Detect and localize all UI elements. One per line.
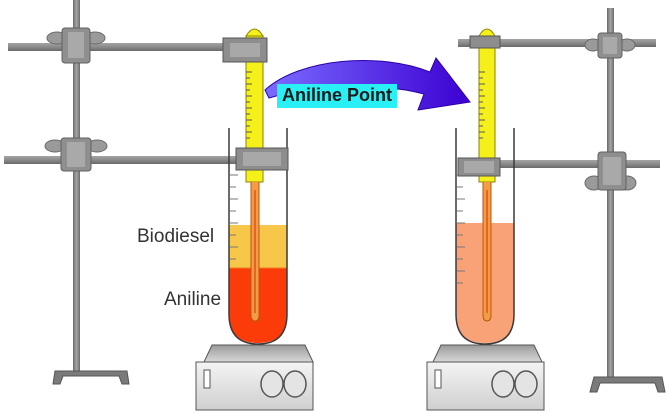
left-ring-stand-icon <box>4 0 248 385</box>
right-hot-plate-icon <box>426 344 545 411</box>
left-stand-upper-arm <box>8 43 248 51</box>
left-stand-base <box>52 370 130 385</box>
aniline-point-label: Aniline Point <box>277 84 397 108</box>
left-tube-glass <box>228 128 288 345</box>
left-stand-rod <box>73 0 80 372</box>
right-stand-lower-clamp <box>584 151 637 191</box>
right-stand-base <box>589 376 666 393</box>
right-ring-stand-icon <box>458 8 666 393</box>
left-thermometer-clamps <box>222 37 289 171</box>
left-stand-lower-arm <box>4 156 248 164</box>
left-stand-lower-clamp <box>44 137 108 172</box>
left-hot-plate-icon <box>195 344 314 411</box>
right-stand-upper-arm <box>458 39 656 47</box>
right-stand-rod <box>607 8 614 378</box>
right-thermometer-clamps <box>457 35 501 177</box>
right-thermometer-icon <box>478 28 496 322</box>
right-stand-lower-arm <box>458 160 660 168</box>
aniline-label: Aniline <box>164 289 222 310</box>
right-stand-upper-clamp <box>584 32 636 59</box>
left-stand-upper-clamp <box>46 27 106 64</box>
right-tube-glass <box>455 128 515 345</box>
left-thermometer-icon <box>245 28 264 322</box>
biodiesel-label: Biodiesel <box>137 226 215 247</box>
